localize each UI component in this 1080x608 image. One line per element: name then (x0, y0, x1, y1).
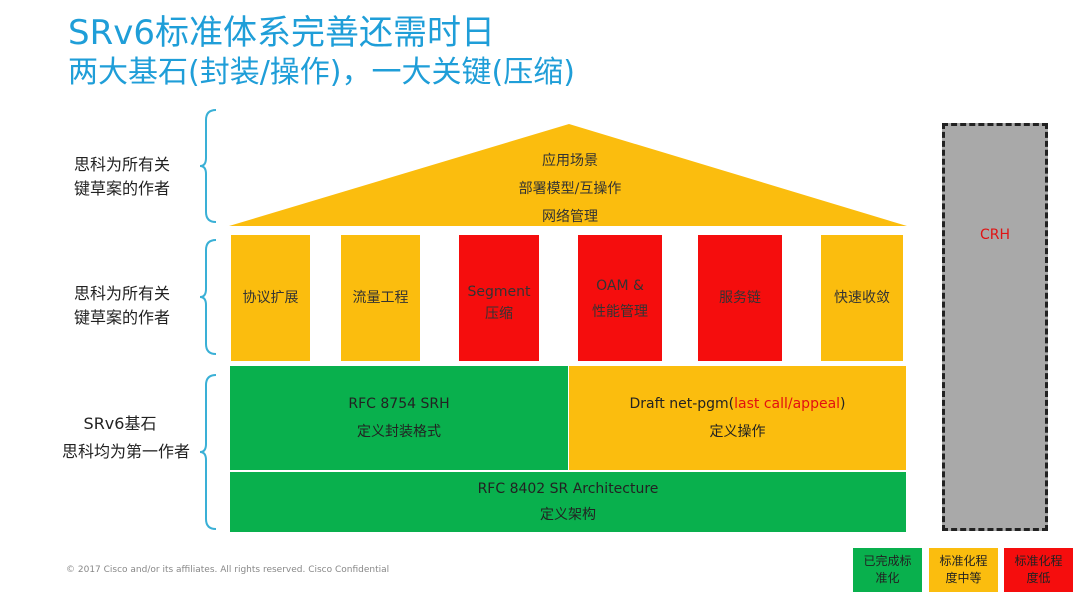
roof-line-1: 应用场景 (542, 153, 598, 169)
legend-label: 标准化程 (1014, 554, 1063, 568)
roof-side-label-line2: 键草案的作者 (74, 179, 171, 198)
roof-brace-icon (199, 109, 217, 223)
pillar-label: 流量工程 (352, 290, 409, 306)
copyright-footer: © 2017 Cisco and/or its affiliates. All … (66, 565, 390, 575)
roof-side-label-line1: 思科为所有关 (74, 155, 171, 174)
pillar-traffic-engineering: 流量工程 (341, 235, 420, 361)
legend-low: 标准化程 度低 (1004, 548, 1073, 592)
legend-label-line2: 准化 (875, 571, 900, 585)
pillars-side-label-line1: 思科为所有关 (74, 284, 171, 303)
pillar-segment-compression: Segment 压缩 (459, 235, 539, 361)
pillar-oam-performance: OAM & 性能管理 (578, 235, 662, 361)
roof-side-label: 思科为所有关 键草案的作者 (74, 153, 170, 201)
crh-label: CRH (979, 227, 1011, 243)
pillars-side-label-line2: 键草案的作者 (74, 308, 171, 327)
legend-label-line2: 度低 (1026, 571, 1051, 585)
legend-medium: 标准化程 度中等 (929, 548, 998, 592)
architecture-subtitle: 定义架构 (540, 507, 596, 523)
legend-completed: 已完成标 准化 (853, 548, 922, 592)
slide-subtitle: 两大基石(封装/操作)，一大关键(压缩) (68, 55, 575, 90)
net-pgm-subtitle: 定义操作 (709, 424, 766, 440)
slide-title: SRv6标准体系完善还需时日 (68, 13, 495, 53)
pillar-protocol-extension: 协议扩展 (231, 235, 310, 361)
pillar-label-line2: 性能管理 (592, 304, 648, 320)
rfc8754-srh-block: RFC 8754 SRH 定义封装格式 (230, 366, 568, 470)
pillar-label: Segment (467, 284, 531, 300)
net-pgm-title-suffix: ) (840, 396, 846, 412)
net-pgm-status: last call/appeal (734, 396, 841, 412)
pillars-brace-icon (199, 239, 217, 355)
pillar-label: 服务链 (719, 290, 761, 306)
roof-line-3: 网络管理 (542, 209, 598, 225)
net-pgm-block: Draft net-pgm(last call/appeal) 定义操作 (569, 366, 906, 470)
net-pgm-title-prefix: Draft net-pgm( (629, 396, 735, 412)
pillars-side-label: 思科为所有关 键草案的作者 (74, 282, 170, 330)
base-side-label-line2: 思科均为第一作者 (62, 442, 191, 461)
srh-subtitle: 定义封装格式 (357, 424, 441, 440)
roof-triangle (229, 124, 907, 226)
pillar-service-chaining: 服务链 (698, 235, 782, 361)
architecture-title: RFC 8402 SR Architecture (477, 481, 659, 497)
legend-label: 标准化程 (939, 554, 988, 568)
net-pgm-title: Draft net-pgm(last call/appeal) (629, 390, 845, 418)
pillar-label-line2: 压缩 (485, 306, 513, 322)
rfc8402-architecture-block: RFC 8402 SR Architecture 定义架构 (230, 472, 906, 532)
pillar-label: OAM & (596, 278, 644, 294)
base-side-label: SRv6基石 思科均为第一作者 (62, 412, 190, 464)
roof-line-2: 部署模型/互操作 (518, 181, 622, 197)
pillar-label: 快速收敛 (834, 290, 890, 306)
base-side-label-line1: SRv6基石 (83, 414, 157, 433)
crh-block: CRH (942, 123, 1048, 531)
srh-title: RFC 8754 SRH (348, 396, 450, 412)
legend-label: 已完成标 (863, 554, 912, 568)
base-brace-icon (199, 374, 217, 530)
pillar-label: 协议扩展 (242, 290, 299, 306)
pillar-fast-convergence: 快速收敛 (821, 235, 903, 361)
legend-label-line2: 度中等 (945, 571, 982, 585)
